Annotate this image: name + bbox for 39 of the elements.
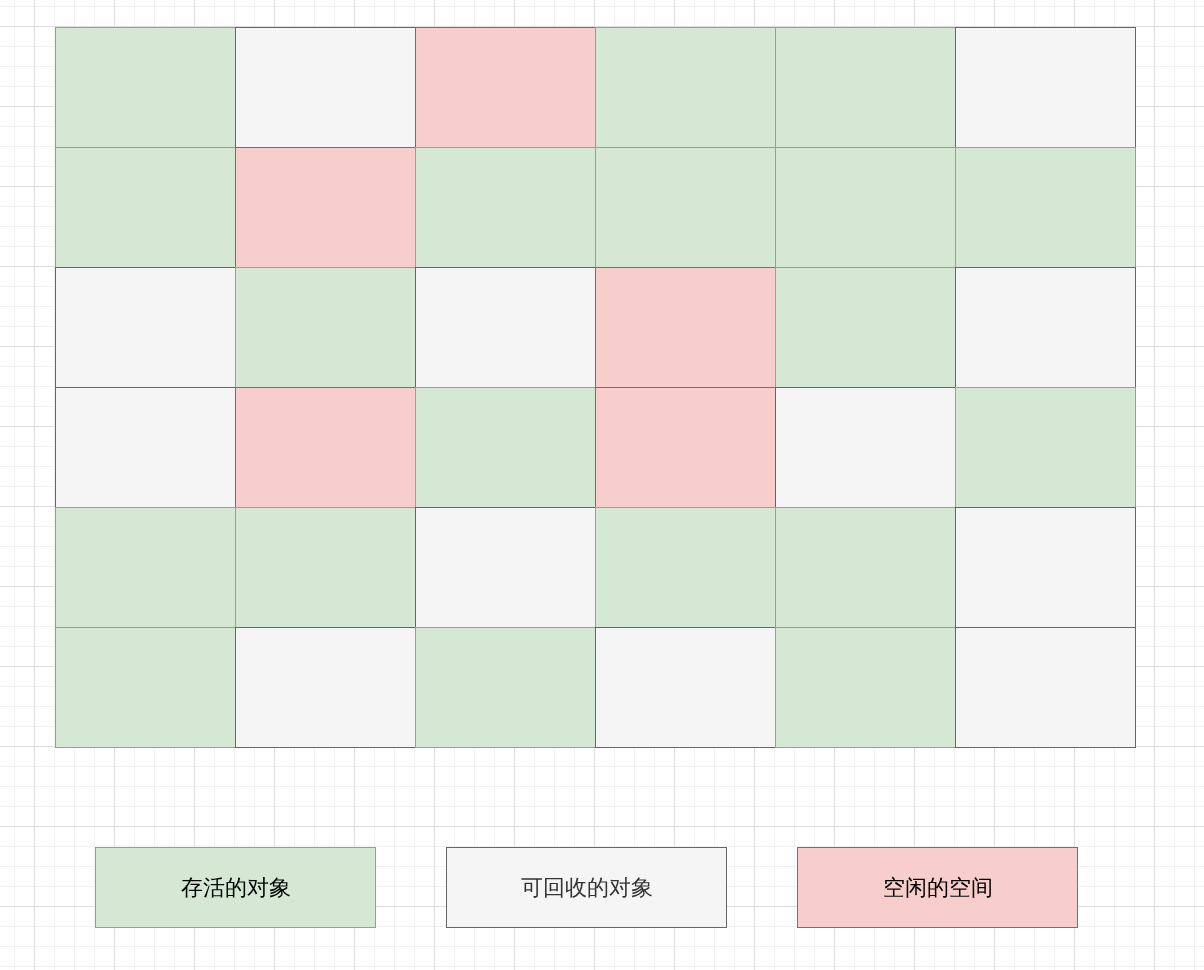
memory-block <box>55 387 236 508</box>
memory-block <box>415 627 596 748</box>
memory-block <box>955 507 1136 628</box>
memory-block <box>775 147 956 268</box>
memory-block <box>235 507 416 628</box>
memory-block <box>595 507 776 628</box>
memory-block <box>775 267 956 388</box>
memory-block <box>955 387 1136 508</box>
memory-block <box>955 147 1136 268</box>
memory-block <box>595 627 776 748</box>
memory-block <box>955 627 1136 748</box>
memory-block <box>595 387 776 508</box>
memory-block <box>235 627 416 748</box>
memory-block <box>235 147 416 268</box>
memory-block <box>595 147 776 268</box>
memory-block <box>55 507 236 628</box>
memory-block <box>415 507 596 628</box>
memory-block <box>955 267 1136 388</box>
memory-block <box>595 27 776 148</box>
memory-block <box>235 27 416 148</box>
memory-block <box>55 627 236 748</box>
memory-block <box>235 267 416 388</box>
legend-label: 空闲的空间 <box>882 873 993 902</box>
memory-block <box>415 147 596 268</box>
memory-block <box>235 387 416 508</box>
memory-block <box>55 27 236 148</box>
memory-block <box>415 387 596 508</box>
memory-block <box>415 27 596 148</box>
memory-block <box>775 27 956 148</box>
memory-block <box>55 267 236 388</box>
memory-block <box>55 147 236 268</box>
memory-block <box>595 267 776 388</box>
memory-block <box>775 387 956 508</box>
memory-block <box>775 507 956 628</box>
legend-label: 可回收的对象 <box>520 873 653 902</box>
memory-block <box>955 27 1136 148</box>
legend-label: 存活的对象 <box>180 873 291 902</box>
memory-block <box>415 267 596 388</box>
memory-block <box>775 627 956 748</box>
